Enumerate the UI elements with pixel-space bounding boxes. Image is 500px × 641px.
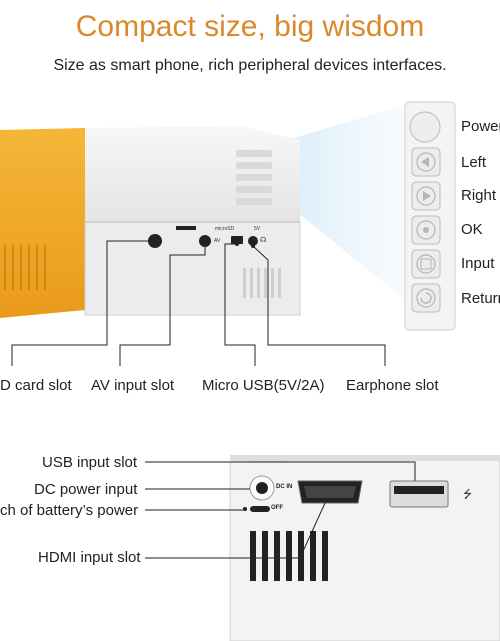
ok-label: OK (461, 221, 483, 238)
light-beam (270, 105, 405, 300)
page-title: Compact size, big wisdom (75, 10, 425, 43)
earphone-slot-label: Earphone slot (346, 377, 439, 394)
sd-card-slot-label: D card slot (0, 377, 72, 394)
microsd-print: microSD (215, 226, 235, 232)
battery-switch-label: ch of battery’s power (0, 502, 139, 519)
battery-switch (250, 506, 270, 512)
headphone-icon: ☊ (260, 237, 267, 244)
right-label: Right (461, 187, 497, 204)
power-label: Power (461, 118, 500, 135)
input-icon (420, 258, 432, 270)
av-input-slot-label: AV input slot (91, 377, 175, 394)
left-label: Left (461, 154, 487, 171)
earphone-jack (248, 236, 258, 246)
usb-input-slot-label: USB input slot (42, 454, 138, 471)
input-label: Input (461, 255, 495, 272)
return-icon (420, 292, 432, 304)
hdmi-input-slot-label: HDMI input slot (38, 549, 141, 566)
micro-usb-label: Micro USB(5V/2A) (202, 377, 325, 394)
dc-power-input-label: DC power input (34, 481, 138, 498)
dc-jack-shape (256, 482, 268, 494)
ok-icon (423, 227, 429, 233)
off-print: OFF (271, 505, 283, 511)
left-arrow-icon (421, 157, 429, 167)
power-button-shape (409, 111, 441, 143)
page-subtitle: Size as smart phone, rich peripheral dev… (53, 57, 447, 74)
right-arrow-icon (423, 191, 431, 201)
microsd-slot (176, 226, 196, 230)
micro-usb-port (231, 236, 243, 244)
dc-in-print: DC IN (276, 484, 293, 490)
av-print: AV (214, 238, 221, 244)
five-v-print: 5V (254, 226, 261, 232)
return-label: Return (461, 290, 500, 307)
usb-symbol-icon: ⭍ (463, 489, 473, 501)
